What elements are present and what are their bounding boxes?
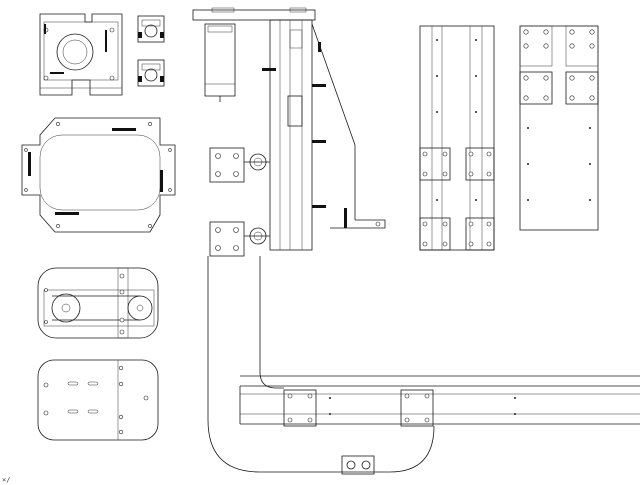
- linear-rail-pair: [419, 25, 495, 251]
- bearing-block-pair: [137, 15, 165, 87]
- belt-drive-plate: [37, 267, 159, 339]
- vertical-axis-assembly: [192, 7, 386, 257]
- horizontal-rail-assembly: [207, 256, 640, 475]
- rounded-base-plate: [21, 117, 176, 233]
- motor-mount-bracket: [39, 13, 123, 96]
- slotted-cover-plate: [37, 359, 159, 441]
- corner-mark: ×/: [2, 476, 11, 484]
- carriage-plate: [519, 25, 599, 231]
